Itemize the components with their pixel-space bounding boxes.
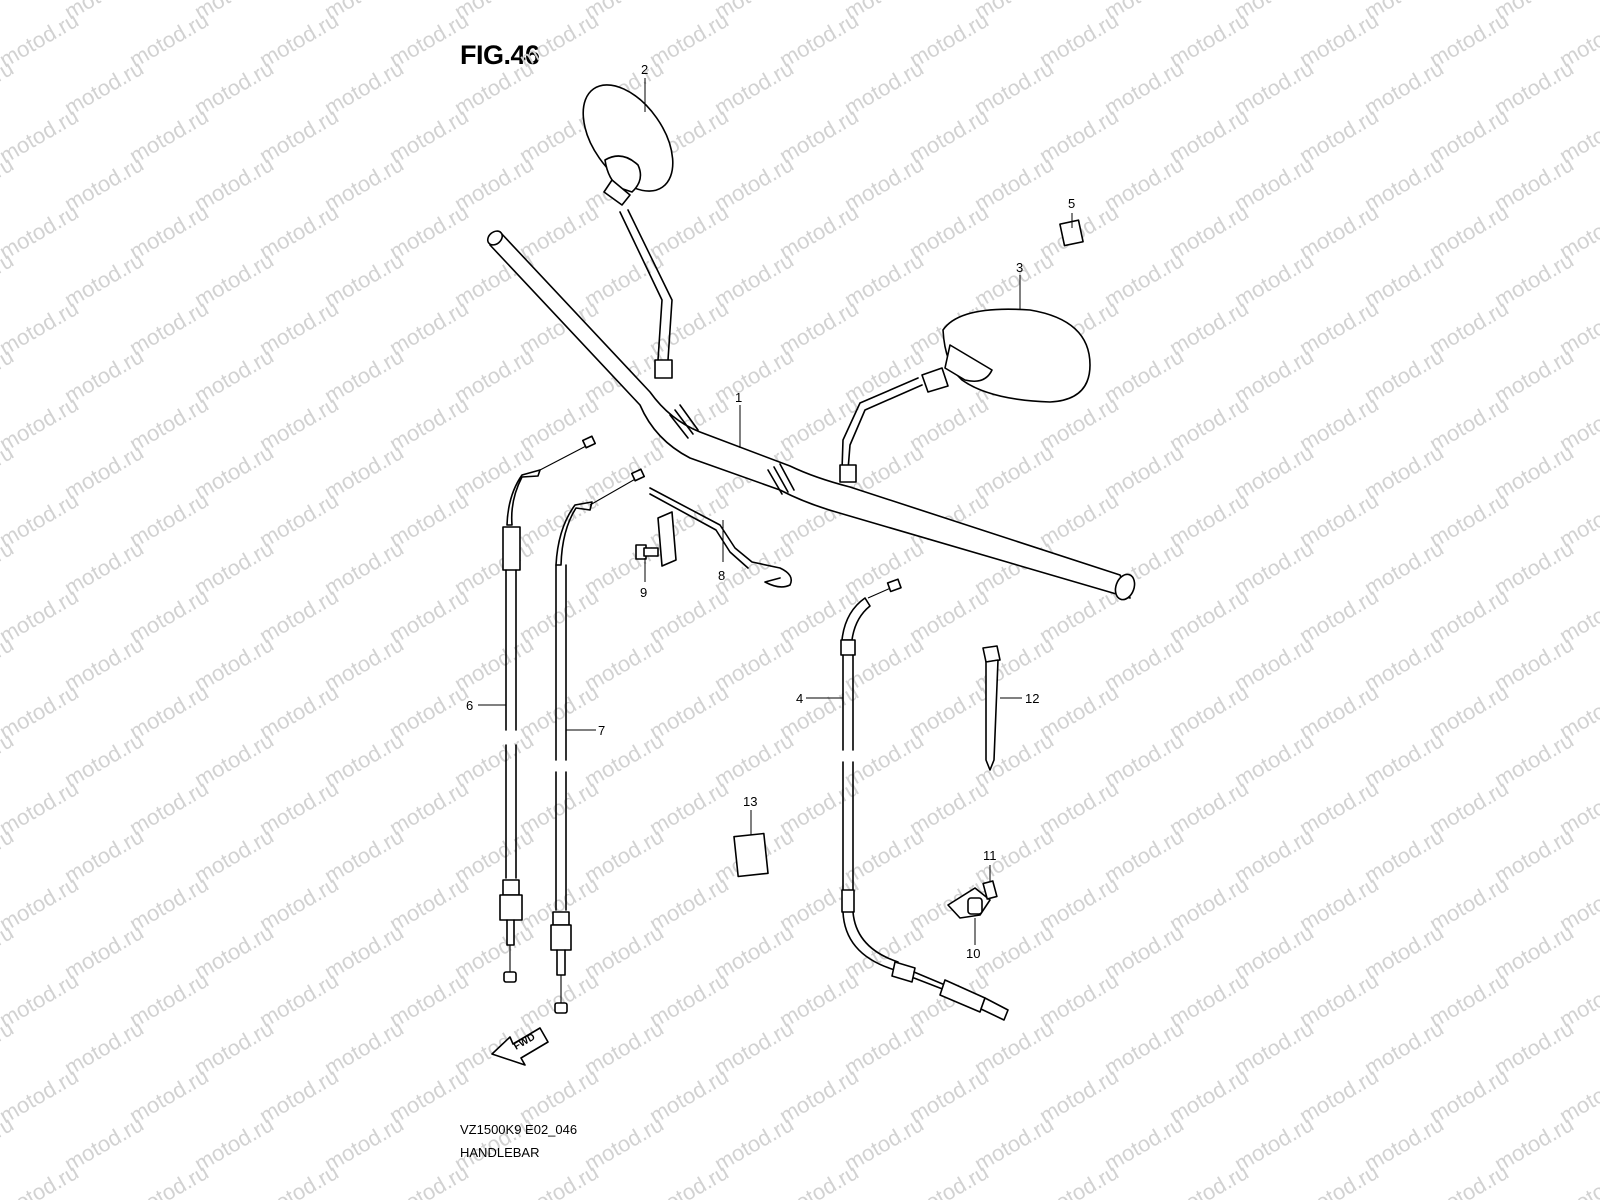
watermark-text: motod.ru bbox=[0, 295, 83, 360]
callout-12: 12 bbox=[1025, 691, 1039, 706]
callout-6: 6 bbox=[466, 698, 473, 713]
watermark-text: motod.ru bbox=[1425, 1159, 1513, 1200]
watermark-text: motod.ru bbox=[905, 1159, 993, 1200]
watermark-text: motod.ru bbox=[0, 199, 83, 264]
callout-labels: 1 2 3 4 5 6 7 8 9 10 11 12 13 bbox=[466, 62, 1075, 961]
callout-13: 13 bbox=[743, 794, 757, 809]
watermark-text: motod.ru bbox=[0, 7, 83, 72]
watermark-text: motod.ru bbox=[0, 1159, 83, 1200]
throttle-cable-part-6 bbox=[499, 435, 597, 983]
watermark-text: motod.ru bbox=[0, 0, 18, 24]
watermark-text: motod.ru bbox=[775, 1159, 863, 1200]
watermark-text: motod.ru bbox=[0, 583, 83, 648]
throttle-cable-part-7 bbox=[550, 468, 646, 1014]
callout-9: 9 bbox=[640, 585, 647, 600]
watermark-text: motod.ru bbox=[1165, 1159, 1253, 1200]
label-part-13 bbox=[733, 832, 769, 878]
watermark-text: motod.ru bbox=[1035, 1159, 1123, 1200]
handlebar-part-1 bbox=[486, 230, 1136, 601]
callout-11: 11 bbox=[983, 848, 997, 863]
callout-4: 4 bbox=[796, 691, 803, 706]
label-part-5 bbox=[1059, 219, 1084, 247]
watermark-text: motod.ru bbox=[125, 1159, 213, 1200]
watermark-text: motod.ru bbox=[385, 1159, 473, 1200]
clamp-part-10 bbox=[947, 887, 991, 919]
leader-lines bbox=[478, 78, 1073, 945]
watermark-text: motod.ru bbox=[1555, 1159, 1600, 1200]
callout-3: 3 bbox=[1016, 260, 1023, 275]
bolt-part-9 bbox=[635, 544, 659, 560]
figure-name: HANDLEBAR bbox=[460, 1145, 540, 1160]
watermark-text: motod.ru bbox=[0, 871, 83, 936]
callout-5: 5 bbox=[1068, 196, 1075, 211]
callout-7: 7 bbox=[598, 723, 605, 738]
watermark-text: motod.ru bbox=[0, 1063, 83, 1128]
watermark-text: motod.ru bbox=[515, 1159, 603, 1200]
watermark-text: motod.ru bbox=[0, 967, 83, 1032]
figure-code: VZ1500K9 E02_046 bbox=[460, 1122, 578, 1137]
watermark-text: motod.ru bbox=[0, 775, 83, 840]
mirror-left-part-2 bbox=[582, 84, 674, 379]
mirror-right-part-3 bbox=[839, 308, 1091, 483]
callout-8: 8 bbox=[718, 568, 725, 583]
watermark-text: motod.ru bbox=[1295, 1159, 1383, 1200]
clutch-cable-part-4 bbox=[840, 578, 1009, 1021]
figure-title: FIG.46 bbox=[460, 40, 540, 70]
cable-tie-part-12 bbox=[982, 645, 1001, 771]
watermark-text: motod.ru bbox=[0, 679, 83, 744]
watermark-text: motod.ru bbox=[255, 1159, 343, 1200]
callout-1: 1 bbox=[735, 390, 742, 405]
screw-part-11 bbox=[982, 880, 998, 900]
watermark-text: motod.ru bbox=[0, 487, 83, 552]
watermark-text: motod.ru bbox=[0, 391, 83, 456]
watermark-text: motod.ru bbox=[645, 1159, 733, 1200]
callout-2: 2 bbox=[641, 62, 648, 77]
callout-10: 10 bbox=[966, 946, 980, 961]
watermark-text: motod.ru bbox=[0, 103, 83, 168]
